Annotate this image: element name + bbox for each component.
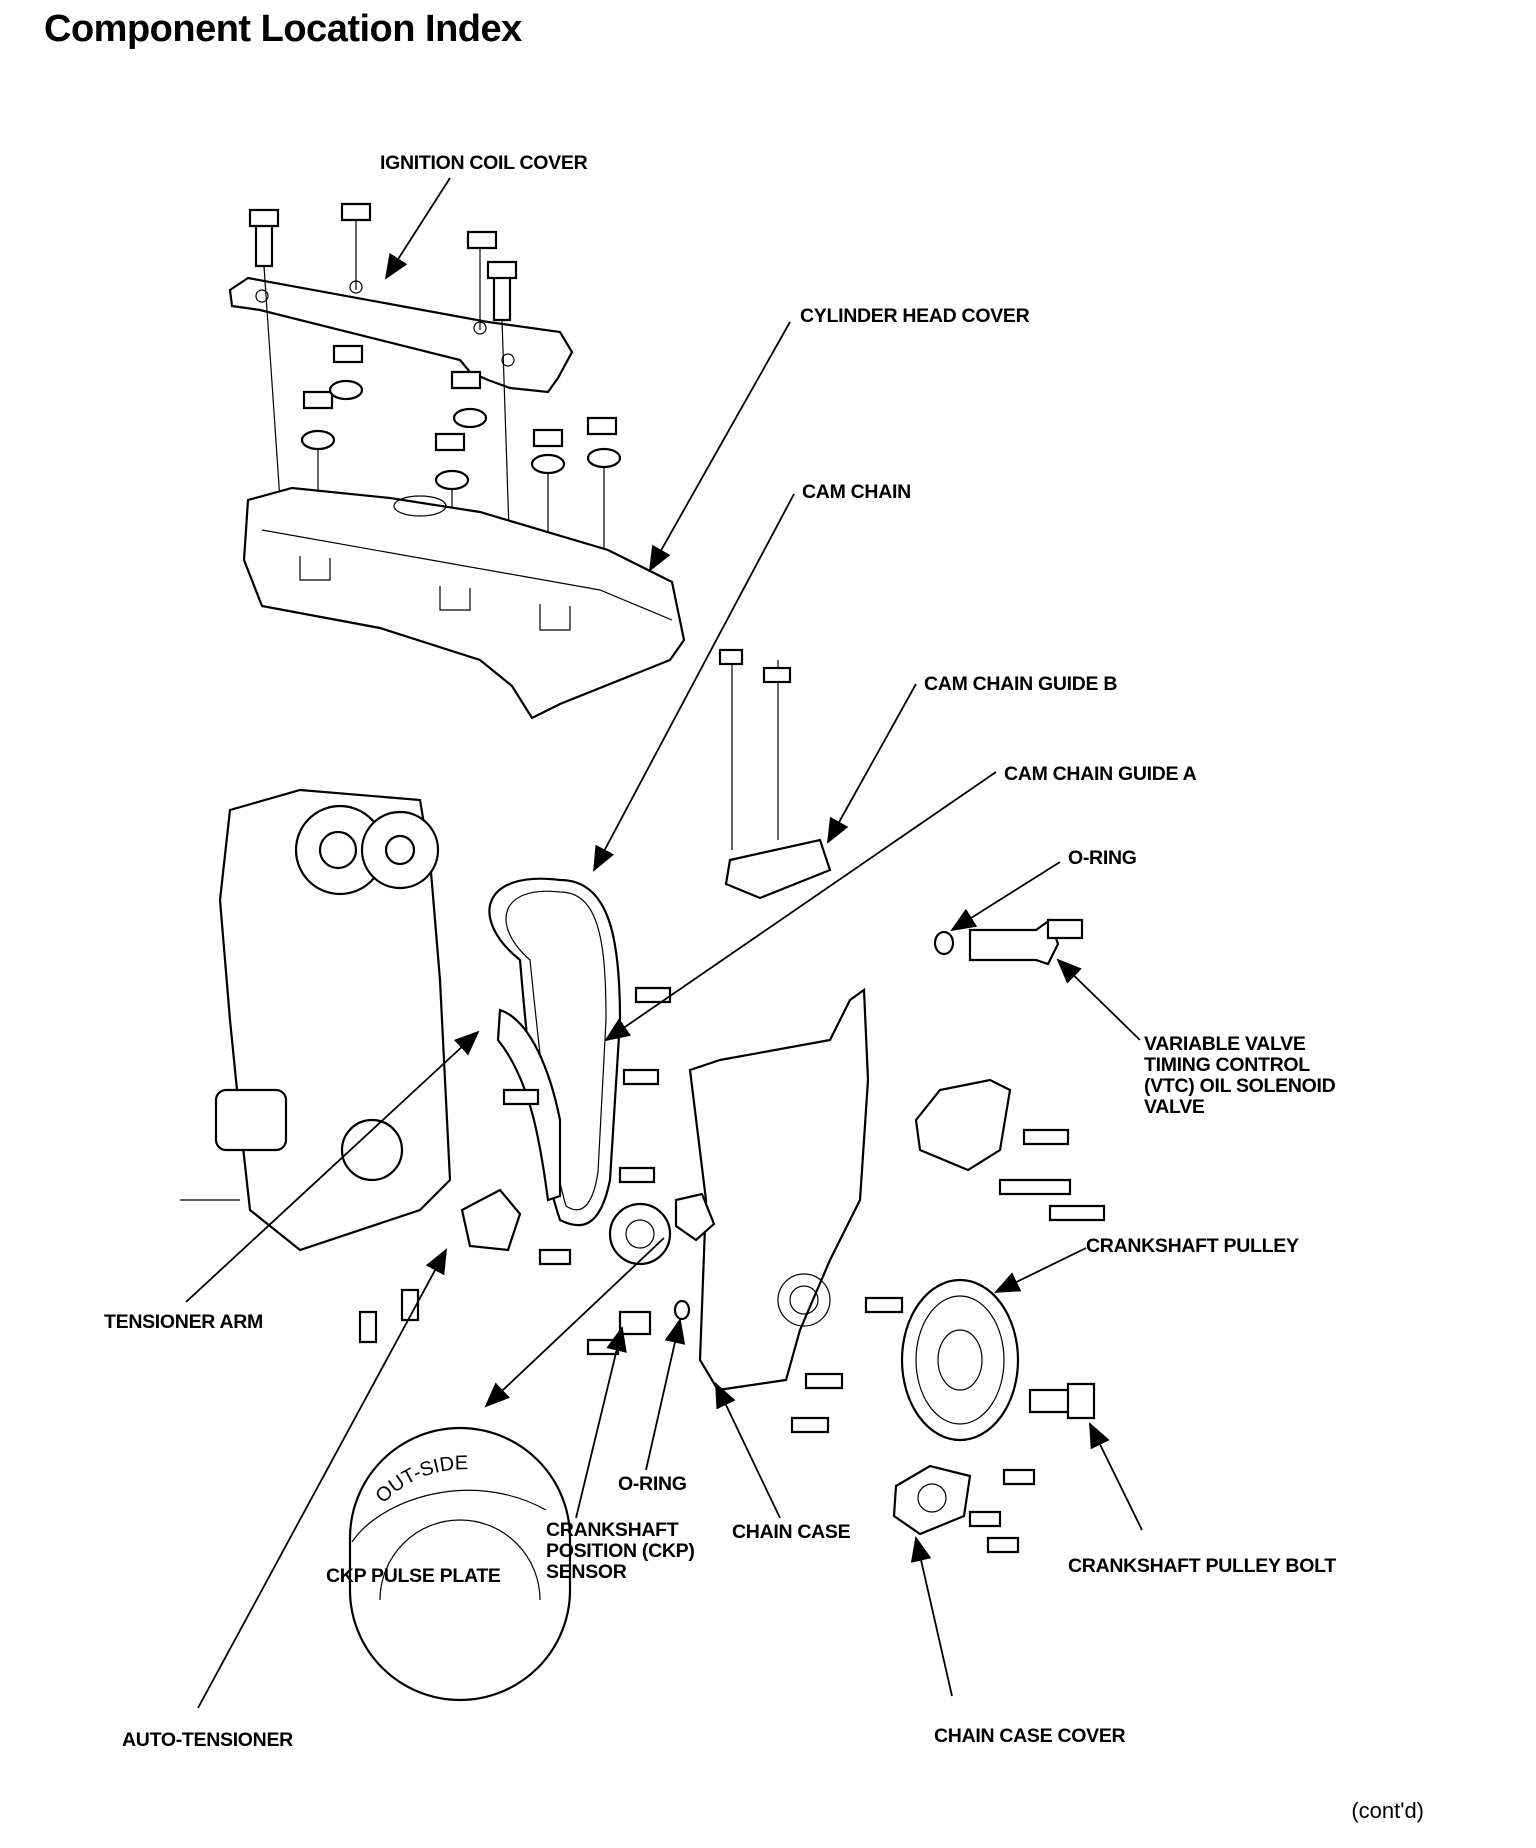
- page-title: Component Location Index: [44, 8, 522, 50]
- label-vtc-line-4: VALVE: [1144, 1096, 1205, 1118]
- label-ckp-line-1: CRANKSHAFT: [546, 1519, 679, 1541]
- label-cam-chain-guide-b: CAM CHAIN GUIDE B: [924, 673, 1118, 695]
- coil-cover-bolts: [248, 202, 618, 452]
- chain-case: [688, 987, 870, 1392]
- chain-case-cover: [892, 1464, 972, 1536]
- label-vtc-line-1: VARIABLE VALVE: [1144, 1033, 1306, 1055]
- label-chain-case: CHAIN CASE: [732, 1521, 851, 1543]
- label-cam-chain-guide-a: CAM CHAIN GUIDE A: [1004, 763, 1197, 785]
- grommets: [300, 379, 622, 491]
- label-chain-case-cover: CHAIN CASE COVER: [934, 1725, 1126, 1747]
- leader-lines: [185, 177, 1143, 1709]
- continued-note: (cont'd): [1351, 1798, 1424, 1823]
- label-vtc-line-2: TIMING CONTROL: [1144, 1054, 1310, 1076]
- label-ckp-sensor: CRANKSHAFT POSITION (CKP) SENSOR: [546, 1520, 695, 1583]
- pulse-plate-detail: OUT-SIDE: [348, 1426, 572, 1702]
- label-ckp-line-3: SENSOR: [546, 1561, 627, 1583]
- crankshaft-sprocket-small: [674, 1192, 716, 1242]
- engine-block: [180, 788, 452, 1252]
- label-ckp-line-2: POSITION (CKP): [546, 1540, 695, 1562]
- label-cylinder-head-cover: CYLINDER HEAD COVER: [800, 305, 1030, 327]
- crankshaft-pulley-bolt: [1028, 1382, 1096, 1420]
- label-ignition-coil-cover: IGNITION COIL COVER: [380, 152, 588, 174]
- auto-tensioner: [460, 1188, 522, 1252]
- label-o-ring-lower: O-RING: [618, 1473, 687, 1495]
- crankshaft-pulley: [900, 1278, 1020, 1442]
- ignition-coil-cover: [228, 276, 574, 394]
- label-crankshaft-pulley: CRANKSHAFT PULLEY: [1086, 1235, 1299, 1257]
- cam-chain-guide-b: [718, 648, 832, 900]
- cylinder-head-cover: [242, 486, 686, 720]
- oil-pump-bracket: [914, 1078, 1012, 1172]
- ckp-pulse-plate-sprocket: [608, 1202, 672, 1266]
- cam-chain-guide-a: [496, 1008, 562, 1202]
- label-tensioner-arm: TENSIONER ARM: [104, 1311, 263, 1333]
- label-crankshaft-pulley-bolt: CRANKSHAFT PULLEY BOLT: [1068, 1555, 1336, 1577]
- misc-bolts: [358, 986, 1106, 1554]
- label-vtc-line-3: (VTC) OIL SOLENOID: [1144, 1075, 1336, 1097]
- label-ckp-pulse-plate: CKP PULSE PLATE: [326, 1565, 501, 1587]
- label-vtc-oil-solenoid-valve: VARIABLE VALVE TIMING CONTROL (VTC) OIL …: [1144, 1033, 1336, 1118]
- label-o-ring-upper: O-RING: [1068, 847, 1137, 869]
- label-auto-tensioner: AUTO-TENSIONER: [122, 1729, 293, 1751]
- label-cam-chain: CAM CHAIN: [802, 481, 911, 503]
- vtc-oil-solenoid-valve: [933, 918, 1084, 966]
- assembly-dashed-lines: [263, 220, 605, 580]
